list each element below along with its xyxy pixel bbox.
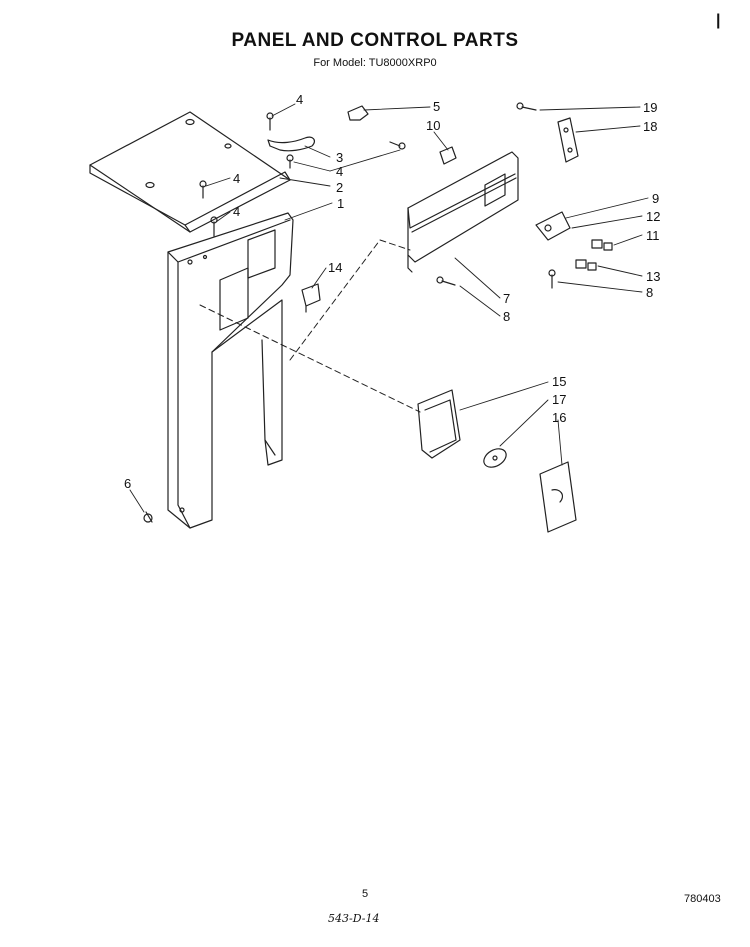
control-switch [535, 211, 571, 241]
clip [347, 105, 369, 121]
callout-2: 2 [336, 180, 343, 195]
callout-numbers: 4 5 10 19 18 3 4 4 2 1 4 9 12 11 14 13 8… [124, 92, 660, 491]
assembly-lines [199, 239, 421, 413]
disc [483, 448, 507, 468]
top-panel [89, 111, 291, 233]
callout-4: 4 [296, 92, 303, 107]
small-knobs [575, 239, 613, 271]
callout-15: 15 [552, 374, 566, 389]
page-number: 5 [362, 888, 369, 900]
model-subtitle: For Model: TU8000XRP0 [313, 57, 437, 69]
knob [439, 146, 457, 165]
callout-17: 17 [552, 392, 566, 407]
bracket [267, 136, 316, 152]
leader-lines [129, 103, 649, 513]
main-frame [167, 212, 294, 529]
callout-5: 5 [433, 99, 440, 114]
callout-8: 8 [503, 309, 510, 324]
callout-7: 7 [503, 291, 510, 306]
housing [417, 389, 461, 459]
dial-plate [539, 461, 577, 533]
callout-4: 4 [233, 171, 240, 186]
screws [143, 102, 556, 523]
callout-11: 11 [646, 228, 660, 243]
callout-4: 4 [336, 164, 343, 179]
callout-3: 3 [336, 150, 343, 165]
callout-4: 4 [233, 204, 240, 219]
callout-8: 8 [646, 285, 653, 300]
callout-13: 13 [646, 269, 660, 284]
document-number: 780403 [684, 893, 721, 905]
switch-component [301, 283, 321, 313]
handwritten-note: 543-D-14 [328, 912, 380, 925]
callout-18: 18 [643, 119, 657, 134]
callout-6: 6 [124, 476, 131, 491]
switch-plate [557, 117, 579, 163]
callout-9: 9 [652, 191, 659, 206]
page-title: PANEL AND CONTROL PARTS [231, 30, 519, 51]
callout-12: 12 [646, 209, 660, 224]
callout-10: 10 [426, 118, 440, 133]
callout-1: 1 [337, 196, 344, 211]
control-panel-bracket [407, 151, 519, 273]
corner-mark: | [716, 12, 721, 29]
callout-16: 16 [552, 410, 566, 425]
callout-19: 19 [643, 100, 657, 115]
callout-14: 14 [328, 260, 342, 275]
